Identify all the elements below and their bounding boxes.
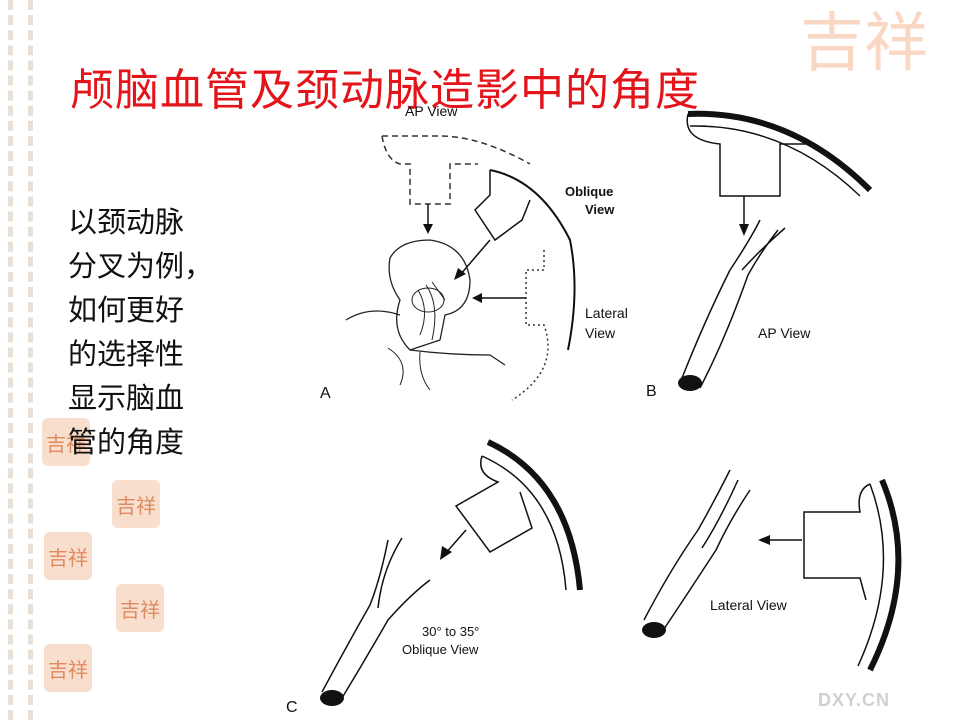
slide-body: 以颈动脉 分叉为例， 如何更好 的选择性 显示脑血 管的角度: [68, 200, 228, 464]
figure-panel-c: 30° to 35° Oblique View C: [286, 439, 583, 716]
body-line: 分叉为例，: [68, 249, 214, 283]
label-oblique-view: Oblique: [565, 184, 613, 199]
label-lateral-view: Lateral: [585, 305, 628, 321]
label-d-lateral-view: Lateral View: [710, 597, 788, 613]
label-lateral-view: View: [585, 325, 616, 341]
panel-letter-b: B: [646, 383, 657, 400]
decorative-seal: 吉祥: [116, 584, 164, 632]
body-line: 管的角度: [68, 425, 185, 459]
body-line: 如何更好: [68, 293, 185, 327]
label-ap-view: AP View: [405, 103, 458, 119]
figure-panel-a: AP View Oblique View Lateral View A: [320, 103, 628, 402]
panel-letter-c: C: [286, 699, 298, 716]
body-line: 显示脑血: [68, 381, 185, 415]
panel-letter-a: A: [320, 385, 331, 402]
slide-title: 颅脑血管及颈动脉造影中的角度: [70, 65, 700, 116]
figure-panel-b: AP View B: [646, 110, 873, 400]
figure-panel-d: Lateral View D: [642, 469, 902, 672]
decorative-seal-large: 吉祥: [800, 7, 928, 81]
label-c-angle: 30° to 35°: [422, 624, 479, 639]
decorative-seal: 吉祥: [44, 644, 92, 692]
decorative-dashed-border: [8, 0, 13, 720]
body-line: 的选择性: [68, 337, 185, 371]
decorative-seal: 吉祥: [112, 480, 160, 528]
label-oblique-view: View: [585, 202, 615, 217]
watermark: DXY.CN: [817, 690, 890, 710]
label-c-oblique-view: Oblique View: [402, 642, 479, 657]
decorative-seal: 吉祥: [42, 418, 90, 466]
decorative-dashed-border: [28, 0, 33, 720]
label-b-ap-view: AP View: [758, 325, 811, 341]
decorative-seal: 吉祥: [44, 532, 92, 580]
body-line: 以颈动脉: [68, 205, 185, 239]
